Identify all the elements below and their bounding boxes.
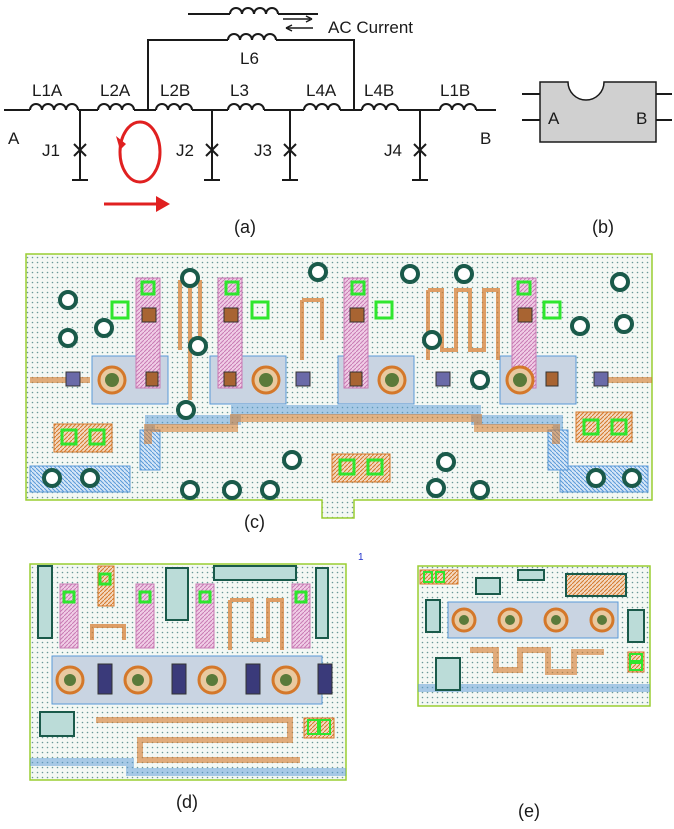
- junction-j1: J1: [42, 110, 88, 181]
- svg-text:J1: J1: [42, 141, 60, 160]
- inductor-label-l4b: L4B: [364, 81, 394, 100]
- svg-text:J2: J2: [176, 141, 194, 160]
- layout-e: (e): [417, 565, 651, 821]
- cell-right-label: B: [636, 109, 647, 128]
- inductor-label-l4a: L4A: [306, 81, 337, 100]
- layout-d: (d): [29, 563, 347, 812]
- current-loop-icon: [118, 120, 162, 184]
- current-direction-arrow-icon: [156, 196, 170, 212]
- layout-c-cell-2: [209, 277, 311, 405]
- junction-j3: J3: [254, 110, 298, 181]
- node-b-label: B: [480, 129, 491, 148]
- inductor-label-l2b: L2B: [160, 81, 190, 100]
- caption-a: (a): [234, 217, 256, 237]
- inductor-label-l2a: L2A: [100, 81, 131, 100]
- svg-text:J3: J3: [254, 141, 272, 160]
- layout-c-cell-1: [65, 277, 169, 405]
- caption-e: (e): [518, 801, 540, 821]
- inductor-label-l3: L3: [230, 81, 249, 100]
- inductor-label-l1b: L1B: [440, 81, 470, 100]
- inductor-label-l1a: L1A: [32, 81, 63, 100]
- svg-text:J4: J4: [384, 141, 402, 160]
- caption-d: (d): [176, 792, 198, 812]
- ac-current-label: AC Current: [328, 18, 413, 37]
- junction-j4: J4: [384, 110, 428, 181]
- layout-c-cell-3: [337, 277, 451, 405]
- layout-c: (c): [25, 253, 653, 532]
- cell-symbol: A B (b): [522, 81, 672, 237]
- junction-j2: J2: [176, 110, 220, 181]
- layout-c-cell-4: [499, 277, 609, 405]
- caption-b: (b): [592, 217, 614, 237]
- caption-c: (c): [244, 512, 265, 532]
- page-number: 1: [358, 552, 364, 563]
- cell-left-label: A: [548, 109, 560, 128]
- inductor-label-l6: L6: [240, 49, 259, 68]
- circuit-schematic: AC Current L6 L1A L2A L2B L3 L4A L4B L1B…: [4, 7, 496, 237]
- node-a-label: A: [8, 129, 20, 148]
